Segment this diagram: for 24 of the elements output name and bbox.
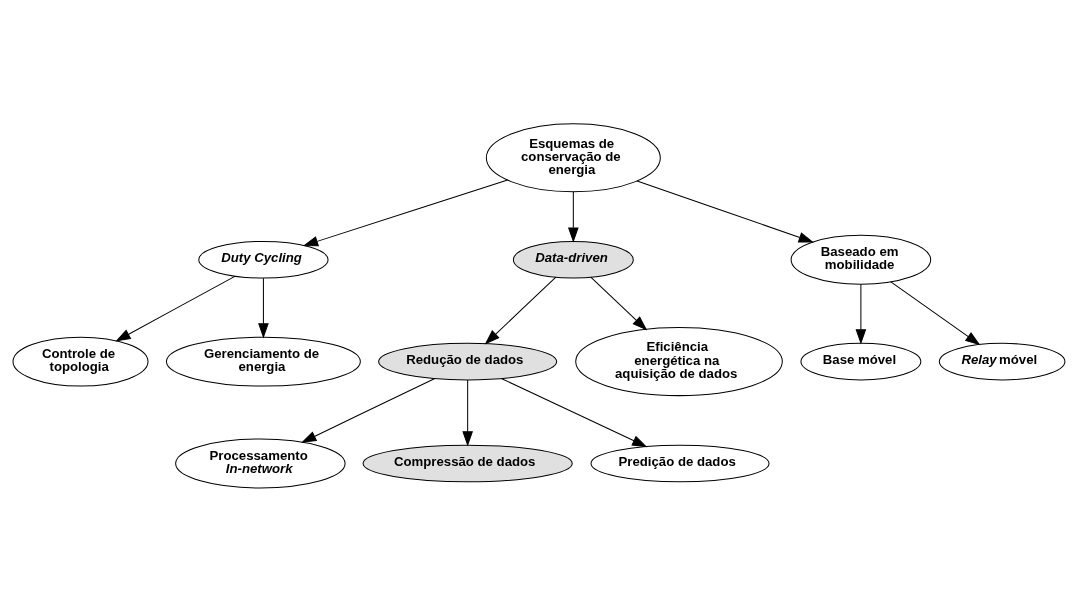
arrow <box>302 179 509 247</box>
node-ellipse: Predição de dados <box>590 444 770 483</box>
arrow <box>301 378 435 443</box>
node-ellipse: Gerenciamento de energia <box>165 336 361 387</box>
node-ellipse: Eficiência energética na aquisição de dados <box>575 327 783 397</box>
arrow <box>115 275 236 342</box>
arrow <box>890 281 981 346</box>
node-ellipse: Redução de dados <box>378 342 558 381</box>
arrow <box>462 379 473 447</box>
node-ellipse: Processamento In-network <box>175 438 346 489</box>
node-ellipse: Esquemas de conservação de energia <box>485 123 661 193</box>
node-ellipse: Controle de topologia <box>12 336 149 387</box>
arrow <box>636 180 814 243</box>
arrow <box>501 378 648 448</box>
node-ellipse: Relay móvel <box>938 342 1066 381</box>
arrow <box>855 283 867 345</box>
node-ellipse: Compressão de dados <box>362 444 573 483</box>
arrow <box>484 276 557 345</box>
node-ellipse: Base móvel <box>800 342 922 381</box>
node-ellipse: Duty Cycling <box>198 240 329 279</box>
arrow <box>258 277 269 339</box>
arrow <box>568 191 579 243</box>
arrow <box>590 276 648 331</box>
node-ellipse: Data-driven <box>512 240 634 279</box>
